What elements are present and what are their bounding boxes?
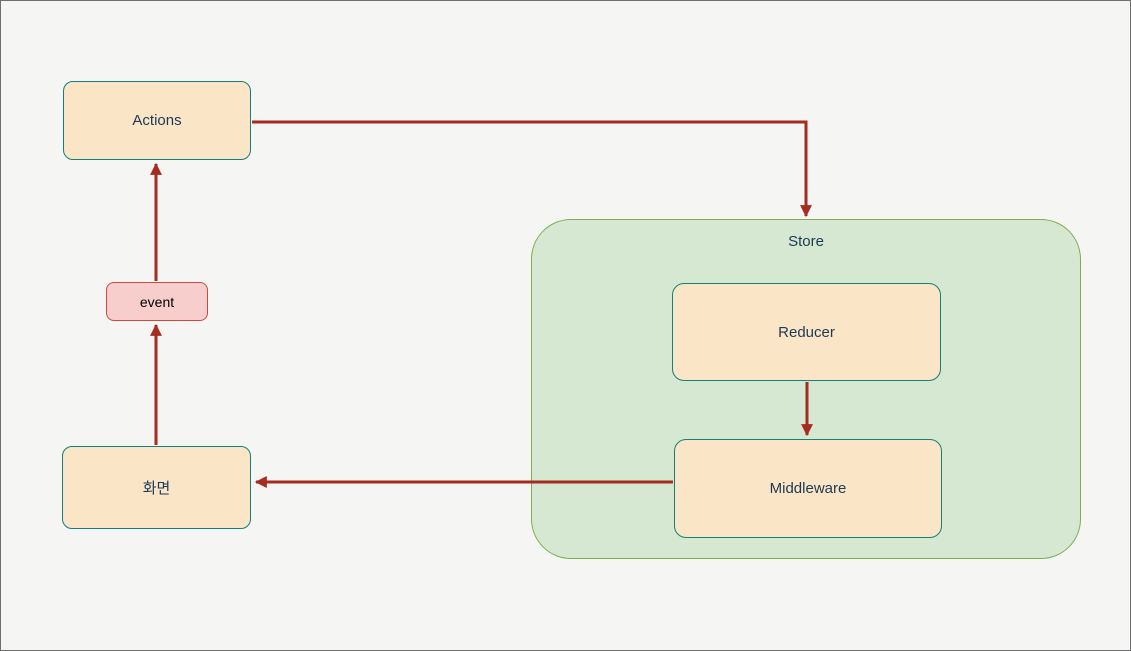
node-middleware-label: Middleware (769, 480, 847, 497)
node-actions-label: Actions (132, 112, 182, 129)
node-screen-label: 화면 (142, 480, 171, 497)
node-event: event (106, 282, 208, 321)
node-screen: 화면 (62, 446, 251, 529)
node-store-label: Store (788, 233, 824, 250)
node-reducer: Reducer (672, 283, 941, 381)
edge-actions-to-store (252, 120, 812, 218)
node-actions: Actions (63, 81, 251, 160)
node-middleware: Middleware (674, 439, 942, 538)
node-reducer-label: Reducer (778, 323, 835, 341)
node-event-label: event (139, 293, 175, 310)
